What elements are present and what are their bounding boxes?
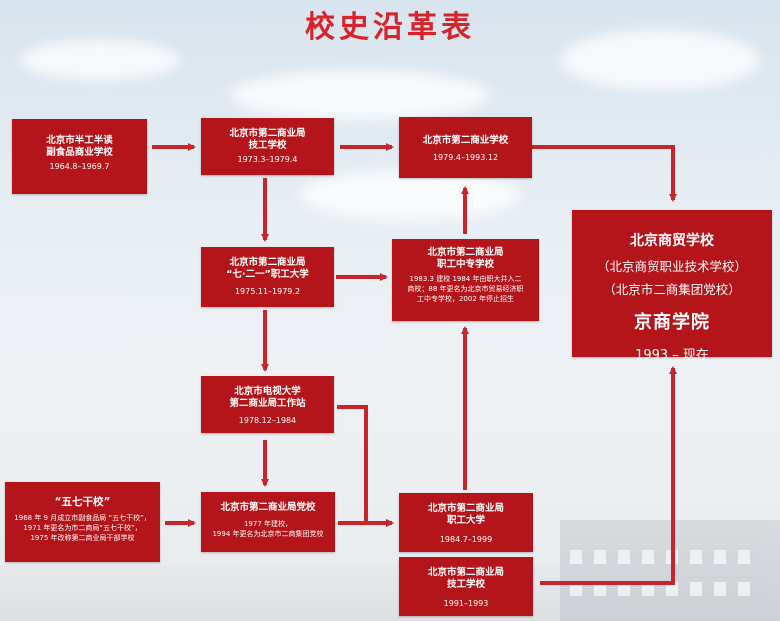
box-b2: 北京市第二商业局 技工学校 1973.3–1979.4	[201, 118, 334, 175]
box-period: 1973.3–1979.4	[237, 155, 298, 164]
cloud	[300, 170, 520, 220]
box-b7: “五七干校” 1968 年 9 月成立市副食品局 “五七干校”， 1971 年更…	[5, 482, 160, 562]
box-name: 北京市第二商业局 技工学校	[427, 567, 504, 590]
box-period: 1991–1993	[443, 599, 489, 608]
arrow-b3-final	[532, 145, 677, 202]
box-b1: 北京市半工半读 副食品商业学校 1964.8–1969.7	[12, 119, 147, 194]
box-b8: 北京市第二商业局党校 1977 年建校， 1994 年更名为北京市二商集团党校	[201, 492, 335, 552]
final-alias: （北京商贸职业技术学校）	[596, 259, 747, 274]
box-name: 北京市第二商业局 技工学校	[229, 128, 306, 151]
arrow-b6-b9	[337, 405, 394, 527]
page-title: 校史沿革表	[305, 10, 475, 45]
box-b9: 北京市第二商业局 职工大学 1984.7–1999	[399, 493, 533, 552]
box-name: 北京市第二商业局党校	[220, 502, 316, 513]
box-name: 北京市第二商业局 “七·二一”职工大学	[226, 257, 309, 280]
box-note: 1983.3 建校 1984 年由职大并入二 商校；88 年更名为北京市贸易经济…	[407, 275, 524, 303]
final-period: 1993 – 现在	[635, 348, 709, 363]
background-building	[560, 520, 780, 621]
box-b3: 北京市第二商业学校 1979.4–1993.12	[399, 117, 532, 178]
cloud	[20, 40, 180, 80]
box-final: 北京商贸学校 （北京商贸职业技术学校） （北京市二商集团党校） 京商学院 199…	[572, 210, 772, 363]
box-name: 北京市电视大学 第二商业局工作站	[229, 386, 306, 409]
arrow-b10-final	[540, 366, 677, 585]
box-name: 北京市第二商业学校	[422, 135, 509, 146]
box-period: 1964.8–1969.7	[49, 162, 110, 171]
final-name: 北京商贸学校	[630, 233, 714, 249]
box-period: 1984.7–1999	[439, 535, 493, 544]
box-period: 1975.11–1979.2	[234, 287, 301, 296]
box-b6: 北京市电视大学 第二商业局工作站 1978.12–1984	[201, 376, 334, 433]
cloud	[560, 30, 760, 90]
box-b5: 北京市第二商业局 职工中专学校 1983.3 建校 1984 年由职大并入二 商…	[392, 239, 539, 321]
box-period: 1978.12–1984	[238, 416, 297, 425]
final-alias: （北京市二商集团党校）	[603, 282, 741, 297]
box-name: “五七干校”	[54, 496, 111, 508]
box-b10: 北京市第二商业局 技工学校 1991–1993	[399, 557, 533, 616]
box-note: 1977 年建校， 1994 年更名为北京市二商集团党校	[212, 520, 324, 538]
box-note: 1968 年 9 月成立市副食品局 “五七干校”， 1971 年更名为市二商局“…	[14, 514, 151, 542]
box-period: 1979.4–1993.12	[432, 153, 499, 162]
box-name: 北京市第二商业局 职工中专学校	[427, 247, 504, 270]
box-name: 北京市第二商业局 职工大学	[427, 503, 504, 526]
box-b4: 北京市第二商业局 “七·二一”职工大学 1975.11–1979.2	[201, 247, 334, 307]
box-name: 北京市半工半读 副食品商业学校	[46, 135, 113, 158]
final-college: 京商学院	[634, 312, 710, 333]
cloud	[230, 70, 490, 120]
